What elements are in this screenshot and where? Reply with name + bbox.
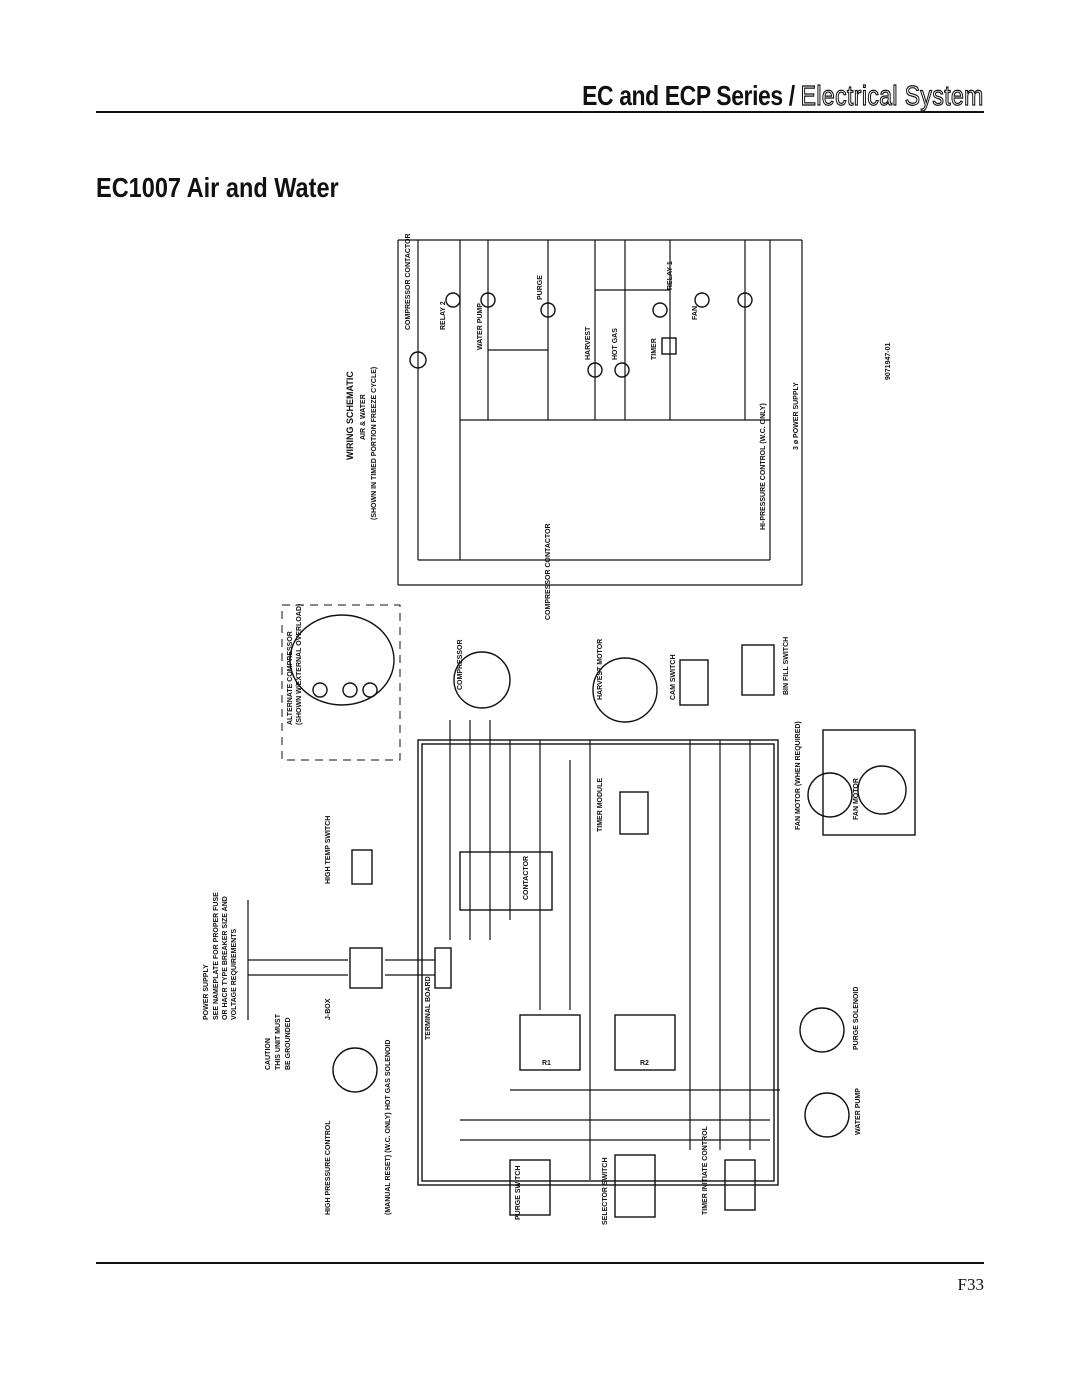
page-title: EC1007 Air and Water — [96, 172, 339, 203]
label-bin-fill-switch: BIN FILL SWITCH — [783, 637, 790, 695]
label-water-pump-rung: WATER PUMP — [477, 303, 484, 350]
label-timer-initiate-control: TIMER INITIATE CONTROL — [702, 1125, 709, 1215]
series-heading: EC and ECP Series / Electrical System — [582, 79, 984, 112]
part-number: 9071947-01 — [885, 343, 892, 380]
label-purge-solenoid: PURGE SOLENOID — [853, 987, 860, 1050]
series-heading-bold: EC and ECP Series / — [582, 80, 795, 111]
label-compressor: COMPRESSOR — [457, 639, 464, 690]
control-box: COMPRESSOR HARVEST MOTOR CAM SWITCH BIN … — [325, 637, 916, 1225]
label-fan: FAN — [692, 306, 699, 320]
label-hot-gas-solenoid: HOT GAS SOLENOID — [385, 1040, 392, 1110]
label-high-pressure-control: HIGH PRESSURE CONTROL — [325, 1120, 332, 1215]
power-supply-note-2: OR HACR TYPE BREAKER SIZE AND — [222, 896, 229, 1020]
power-supply-note-1: SEE NAMEPLATE FOR PROPER FUSE — [213, 892, 220, 1020]
label-timer-module: TIMER MODULE — [597, 778, 604, 832]
label-j-box: J-BOX — [325, 998, 332, 1020]
label-fan-motor: FAN MOTOR — [853, 778, 860, 820]
label-r2: R2 — [640, 1060, 649, 1067]
label-selector-switch: SELECTOR SWITCH — [602, 1157, 609, 1225]
label-r1: R1 — [542, 1060, 551, 1067]
label-compressor-contactor-mid: COMPRESSOR CONTACTOR — [545, 523, 552, 620]
label-cam-switch: CAM SWITCH — [670, 655, 677, 701]
label-harvest: HARVEST — [585, 326, 592, 360]
label-purge-switch: PURGE SWITCH — [515, 1166, 522, 1220]
label-hi-pressure-control: HI-PRESSURE CONTROL (W.C. ONLY) — [760, 403, 767, 530]
wiring-schematic: WIRING SCHEMATIC AIR & WATER (SHOWN IN T… — [170, 220, 950, 1250]
label-fan-motor-when-required: FAN MOTOR (WHEN REQUIRED) — [795, 721, 802, 830]
label-relay-1: RELAY 1 — [667, 261, 674, 290]
caution-label: CAUTION — [265, 1038, 272, 1070]
label-water-pump: WATER PUMP — [855, 1088, 862, 1135]
page-number: F33 — [957, 1275, 984, 1294]
caution-line-2: BE GROUNDED — [285, 1017, 292, 1070]
label-compressor-contactor-top: COMPRESSOR CONTACTOR — [405, 233, 412, 330]
alternate-compressor: ALTERNATE COMPRESSOR (SHOWN W/EXTERNAL O… — [281, 604, 401, 761]
label-harvest-motor: HARVEST MOTOR — [597, 639, 604, 700]
footer-rule — [96, 1262, 984, 1264]
header-rule — [96, 111, 984, 113]
schematic-title-3: (SHOWN IN TIMED PORTION FREEZE CYCLE) — [371, 367, 378, 520]
label-high-temp-switch: HIGH TEMP SWITCH — [325, 816, 332, 884]
schematic-title-2: AIR & WATER — [360, 394, 367, 440]
label-3-phase-power: 3 ø POWER SUPPLY — [793, 382, 800, 450]
label-relay-2: RELAY 2 — [440, 301, 447, 330]
label-manual-reset: (MANUAL RESET) (W.C. ONLY) — [385, 1112, 392, 1215]
ladder-diagram: WIRING SCHEMATIC AIR & WATER (SHOWN IN T… — [345, 233, 892, 620]
label-terminal-board: TERMINAL BOARD — [425, 976, 432, 1040]
schematic-title-1: WIRING SCHEMATIC — [345, 371, 355, 460]
label-timer: TIMER — [651, 338, 658, 360]
alt-compressor-label: ALTERNATE COMPRESSOR — [287, 631, 294, 725]
power-supply-note-3: VOLTAGE REQUIREMENTS — [231, 929, 238, 1020]
power-supply: POWER SUPPLY SEE NAMEPLATE FOR PROPER FU… — [203, 892, 348, 1070]
series-heading-light: Electrical System — [800, 79, 984, 111]
label-purge: PURGE — [537, 275, 544, 300]
caution-line-1: THIS UNIT MUST — [275, 1013, 282, 1070]
label-hot-gas: HOT GAS — [612, 328, 619, 360]
label-contactor: CONTACTOR — [523, 856, 530, 900]
wiring-schematic-svg: WIRING SCHEMATIC AIR & WATER (SHOWN IN T… — [203, 233, 916, 1225]
power-supply-label: POWER SUPPLY — [203, 964, 210, 1020]
alt-compressor-sublabel: (SHOWN W/EXTERNAL OVERLOAD) — [296, 604, 303, 725]
